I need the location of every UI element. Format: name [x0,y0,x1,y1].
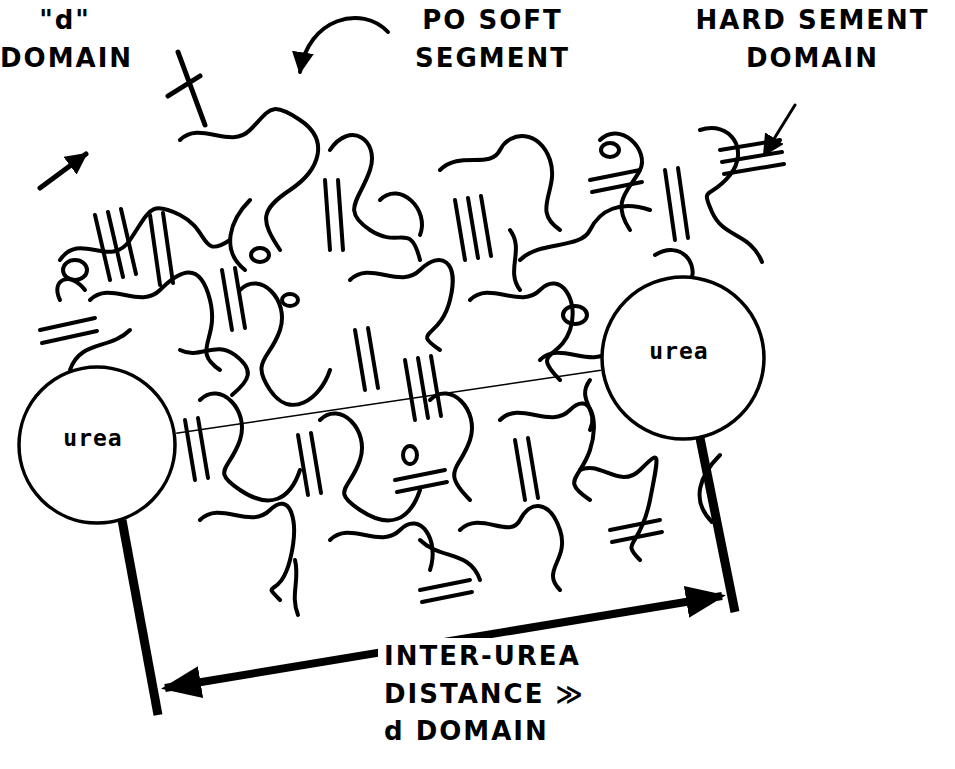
hard-domain [455,196,491,260]
soft-chain [230,200,250,270]
node-label: urea [63,425,122,451]
soft-chain [200,504,294,600]
circle-shape [19,367,175,523]
hard-domain [185,418,208,480]
soft-chain [180,349,248,395]
hard-segment-domains [40,140,784,602]
soft-chain [90,273,220,371]
chain-loop [251,248,269,262]
urea-circle: urea [600,275,766,441]
soft-chain [57,279,85,300]
annotation-label: "d" DOMAIN [0,2,130,77]
soft-chain [585,380,592,430]
domain-pointer [40,154,86,188]
soft-chain [180,109,318,250]
soft-chain [470,284,573,380]
annotation-label: INTER-UREA DISTANCE ≫ d DOMAIN [378,638,605,751]
soft-chain [580,458,657,560]
soft-chain [295,560,298,615]
hard-domain [720,140,784,174]
hard-domain [420,580,472,602]
soft-chain [380,193,422,235]
soft-chain [330,524,433,570]
hard-domain [95,209,136,280]
soft-chain [500,404,594,500]
circle-shape [602,277,764,439]
soft-segment-chains [57,109,762,615]
soft-chain [60,208,230,260]
urea-circle: urea [17,365,177,525]
hard-domain [298,433,321,495]
chain-loop [63,260,87,280]
hard-domain [395,470,447,492]
annotation-label: HARD SEMENT DOMAIN [675,2,950,77]
hard-domain-pointer [764,105,795,155]
hard-domain [665,168,688,240]
connector-line [176,370,601,433]
soft-chain [420,540,480,580]
soft-chain [510,230,520,290]
hard-domain [355,328,378,390]
soft-chain [350,260,453,350]
chain-loop [282,294,298,306]
soft-chain [320,414,420,521]
chain-loop [563,306,587,324]
hard-domain [40,318,97,343]
soft-segment-pointer [300,18,388,72]
chain-loop [601,143,619,157]
hard-domain [150,213,173,285]
soft-chain [200,394,300,501]
hard-domain [405,356,441,420]
hard-domain [222,268,245,330]
soft-chain [520,206,650,260]
node-label: urea [649,338,708,364]
domain-marker [168,52,205,125]
hard-domain [325,180,343,250]
soft-chain [240,284,330,405]
hard-domain [515,438,538,500]
annotation-label: PO SOFT SEGMENT [395,2,590,77]
extension-bar [700,438,735,612]
hard-domain [590,170,642,192]
extension-bar [122,520,158,715]
soft-chain [460,506,562,590]
chain-loop [403,446,417,464]
hard-domain [610,520,662,542]
